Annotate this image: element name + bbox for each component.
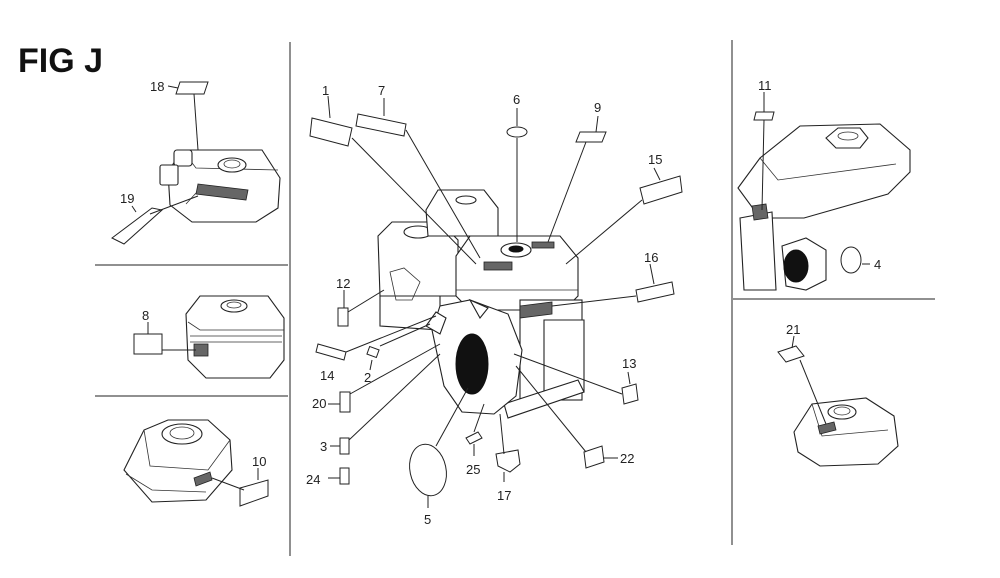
- engine-drawing: [377, 189, 585, 419]
- panel-dividers: [95, 40, 935, 556]
- label-5-sticker: [409, 443, 447, 497]
- label-17-sticker: [495, 449, 521, 473]
- label-12-sticker: [337, 307, 349, 327]
- callout-6: 6: [513, 92, 520, 107]
- left-top-tank-assembly: 18 19: [111, 79, 281, 245]
- callout-13: 13: [622, 356, 636, 371]
- callout-1: 1: [322, 83, 329, 98]
- starter-grip-shape: [455, 333, 489, 395]
- label-24-sticker: [339, 467, 350, 485]
- callout-2: 2: [364, 370, 371, 385]
- callout-11: 11: [758, 78, 772, 93]
- label-10-sticker: [239, 479, 269, 507]
- callout-24: 24: [306, 472, 320, 487]
- label-11-sticker: [753, 111, 775, 121]
- callout-25: 25: [466, 462, 480, 477]
- main-engine-assembly: 1 7 6 9 15 16 12 14: [306, 83, 683, 527]
- label-4-sticker: [840, 246, 862, 274]
- engine-cover-drawing: [123, 419, 233, 503]
- label-22-sticker: [583, 445, 605, 469]
- callout-7: 7: [378, 83, 385, 98]
- left-bottom-cover-assembly: 10: [123, 419, 269, 507]
- right-top-tank-assembly: 11 4: [737, 78, 911, 291]
- callout-17: 17: [497, 488, 511, 503]
- label-25-sticker: [465, 431, 483, 445]
- label-14-sticker: [315, 343, 347, 361]
- fuel-tank-drawing-b: [185, 295, 285, 379]
- callout-16: 16: [644, 250, 658, 265]
- label-21-sticker: [777, 345, 805, 363]
- callout-18: 18: [150, 79, 164, 94]
- label-2-sticker: [366, 345, 380, 359]
- callout-4: 4: [874, 257, 881, 272]
- callout-10: 10: [252, 454, 266, 469]
- label-15-sticker: [639, 175, 683, 205]
- label-3-sticker: [339, 437, 350, 455]
- label-13-sticker: [621, 383, 639, 405]
- callout-14: 14: [320, 368, 334, 383]
- callout-5: 5: [424, 512, 431, 527]
- label-1-sticker: [309, 117, 353, 147]
- figure-title: FIG J: [18, 42, 103, 80]
- label-6-sticker: [506, 126, 528, 138]
- callout-12: 12: [336, 276, 350, 291]
- label-9-sticker: [575, 131, 607, 143]
- label-8-sticker: [133, 333, 163, 355]
- callout-19: 19: [120, 191, 134, 206]
- callout-15: 15: [648, 152, 662, 167]
- label-20-sticker: [339, 391, 351, 413]
- callout-21: 21: [786, 322, 800, 337]
- label-16-sticker: [635, 281, 675, 303]
- label-19-sticker: [111, 207, 164, 245]
- fuel-tank-drawing-c: [737, 123, 911, 291]
- label-18-sticker: [175, 81, 209, 95]
- left-middle-tank-assembly: 8: [133, 295, 285, 379]
- cover-drawing: [793, 397, 899, 467]
- callout-22: 22: [620, 451, 634, 466]
- callout-20: 20: [312, 396, 326, 411]
- right-bottom-cover-assembly: 21: [777, 322, 899, 467]
- callout-8: 8: [142, 308, 149, 323]
- label-7-sticker: [355, 113, 407, 137]
- callout-9: 9: [594, 100, 601, 115]
- callout-3: 3: [320, 439, 327, 454]
- fuel-tank-drawing-a: [159, 149, 281, 223]
